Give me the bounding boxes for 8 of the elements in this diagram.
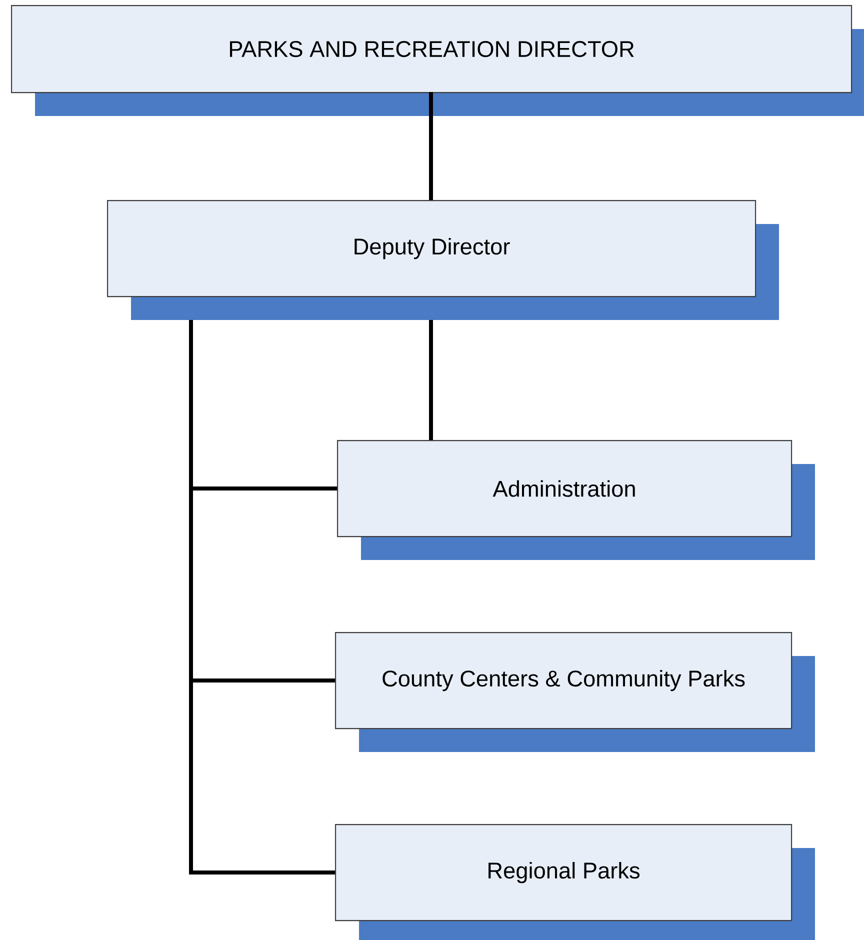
connector-line xyxy=(429,320,433,440)
org-box: Deputy Director xyxy=(107,200,756,298)
org-box: Administration xyxy=(337,440,792,538)
org-box: PARKS AND RECREATION DIRECTOR xyxy=(11,5,852,94)
connector-line xyxy=(429,92,433,200)
org-box: Regional Parks xyxy=(335,824,792,922)
org-box: County Centers & Community Parks xyxy=(335,632,792,730)
connector-line xyxy=(189,320,335,875)
